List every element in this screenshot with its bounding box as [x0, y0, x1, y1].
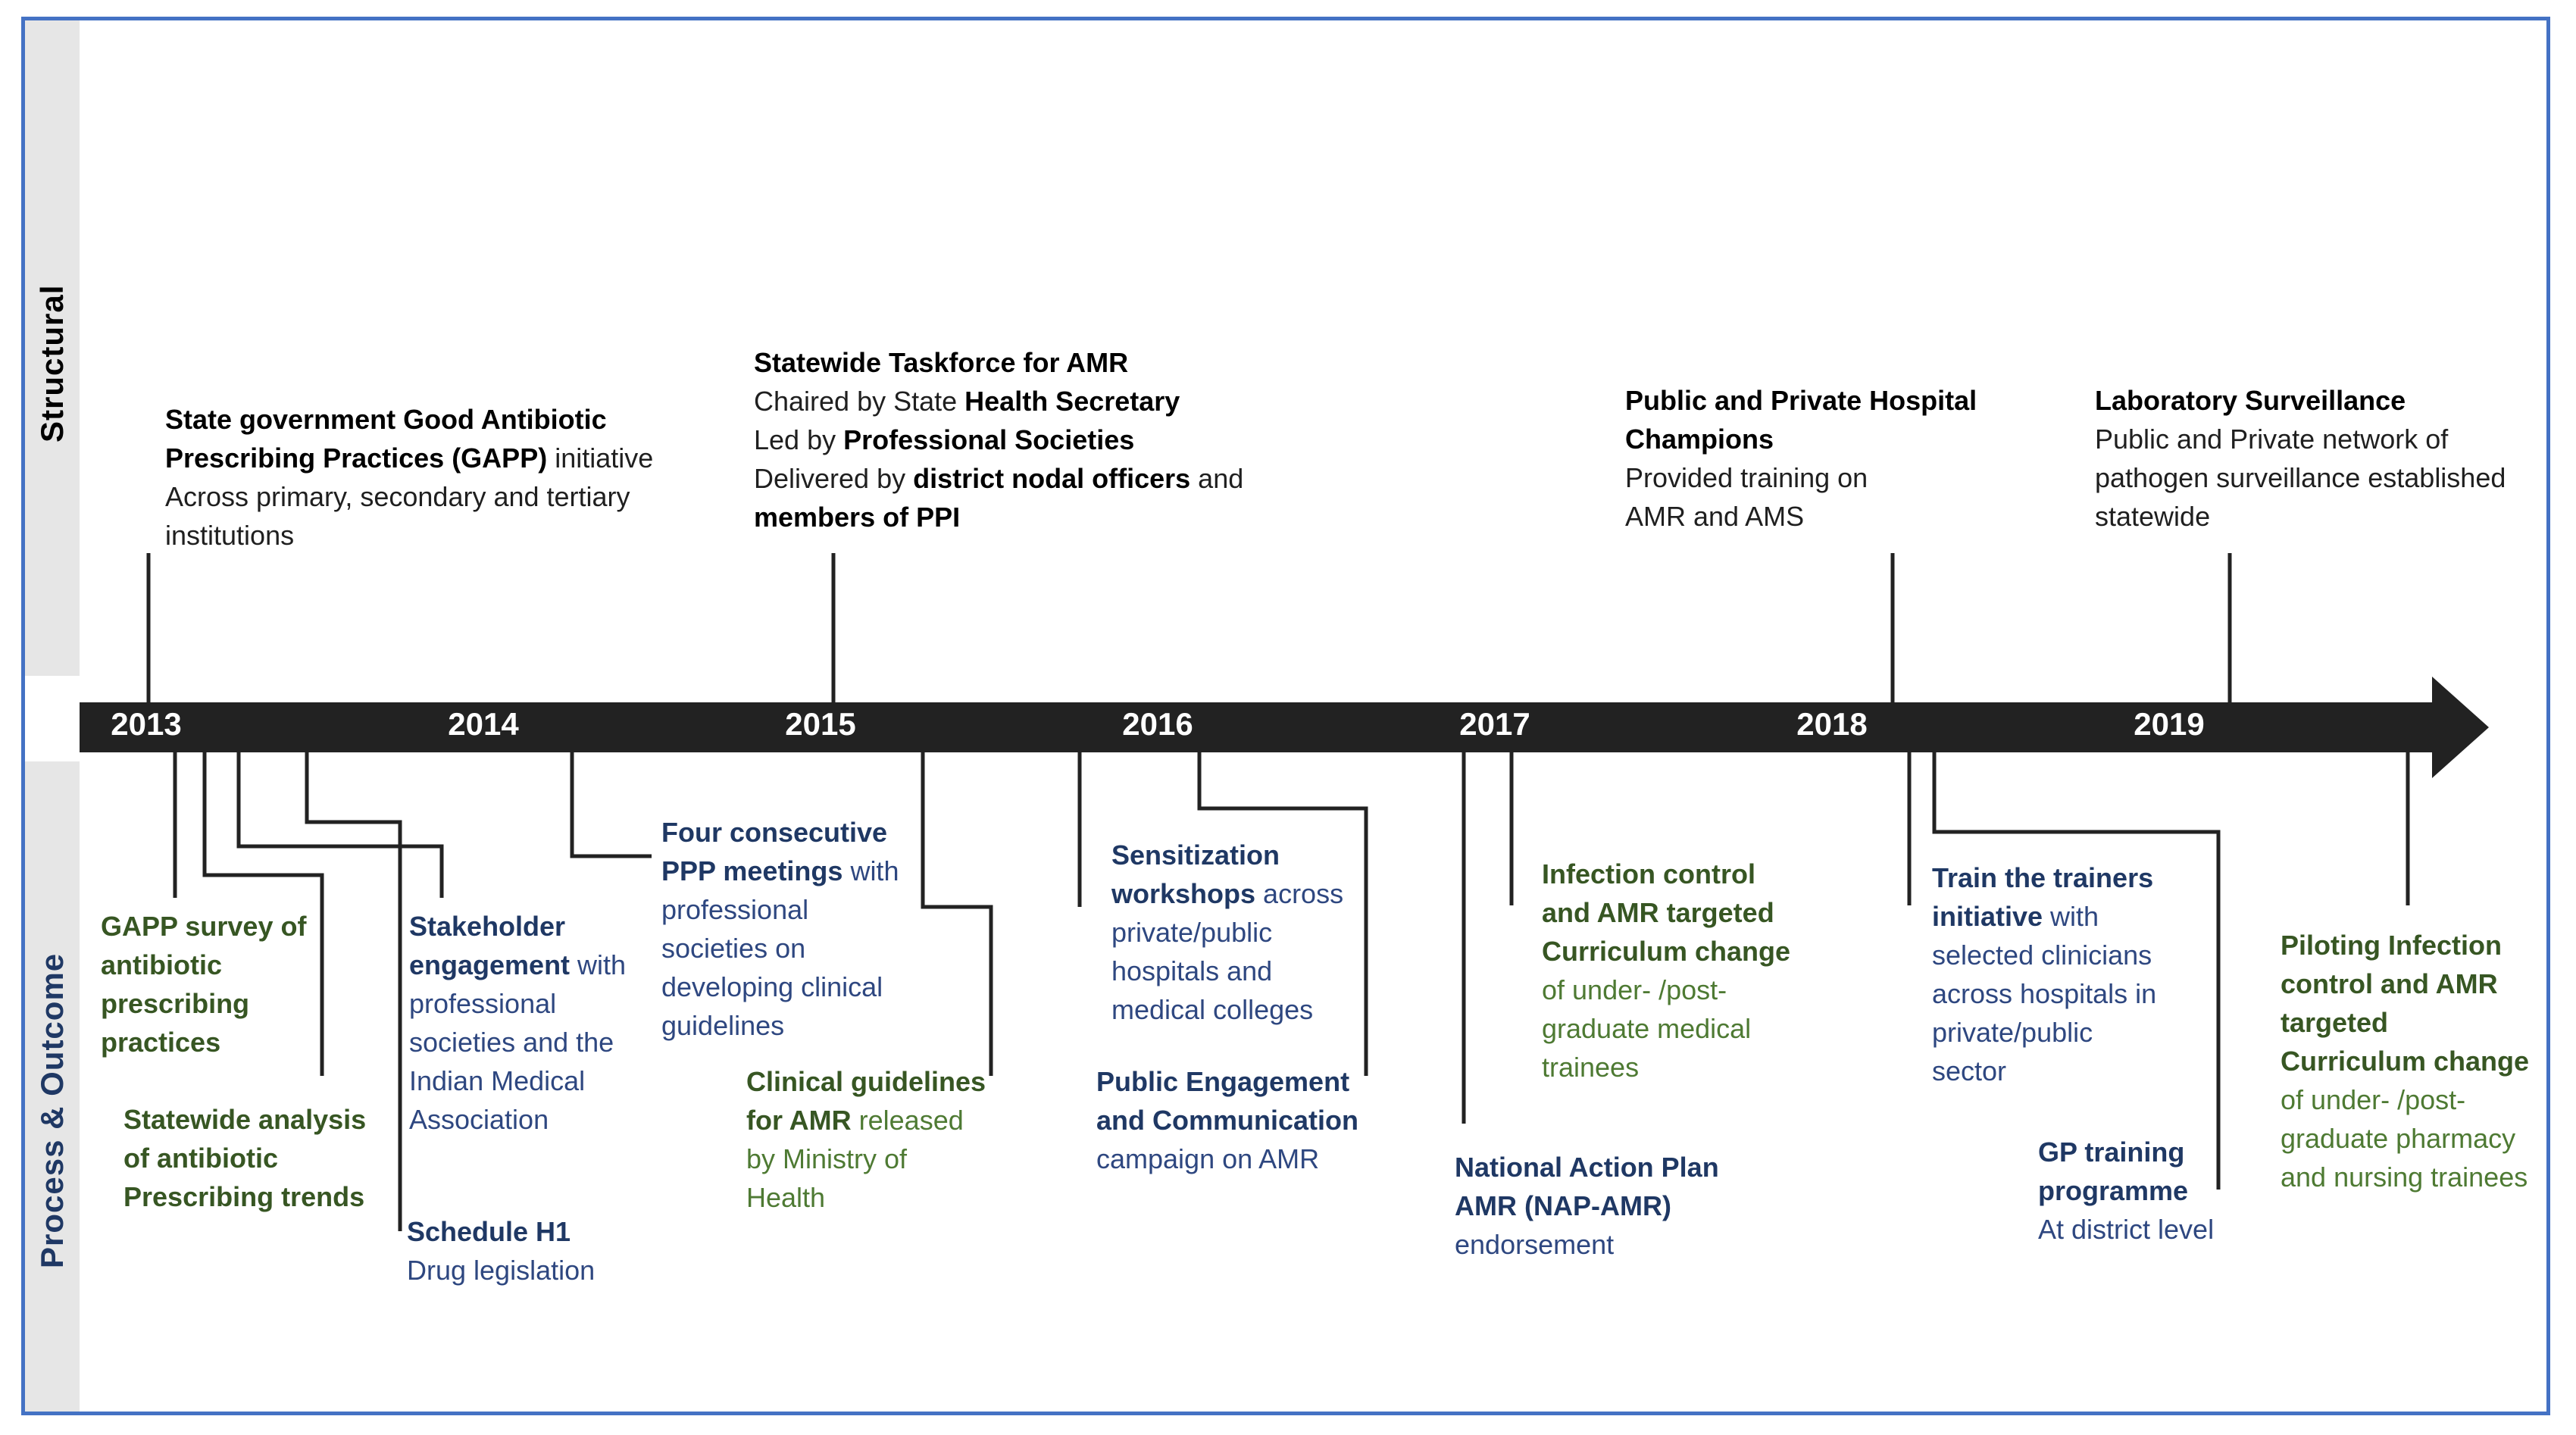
timeline-axis-arrow: [80, 677, 2489, 778]
connector-line: [305, 752, 402, 1231]
process-outcome-band: [25, 761, 80, 1412]
year-label: 2015: [785, 706, 856, 742]
year-label: 2018: [1796, 706, 1868, 742]
year-label: 2013: [111, 706, 182, 742]
connector-line: [236, 752, 444, 898]
connector-line: [1932, 752, 2221, 1190]
connector-line: [1197, 752, 1368, 1076]
structural-band: [25, 20, 80, 676]
connector-line: [570, 752, 652, 858]
year-label: 2014: [448, 706, 519, 742]
figure-frame: [21, 17, 2550, 1415]
connector-line: [921, 752, 993, 1076]
connector-line: [202, 752, 324, 1076]
year-label: 2017: [1459, 706, 1530, 742]
year-label: 2016: [1122, 706, 1193, 742]
year-label: 2019: [2134, 706, 2205, 742]
